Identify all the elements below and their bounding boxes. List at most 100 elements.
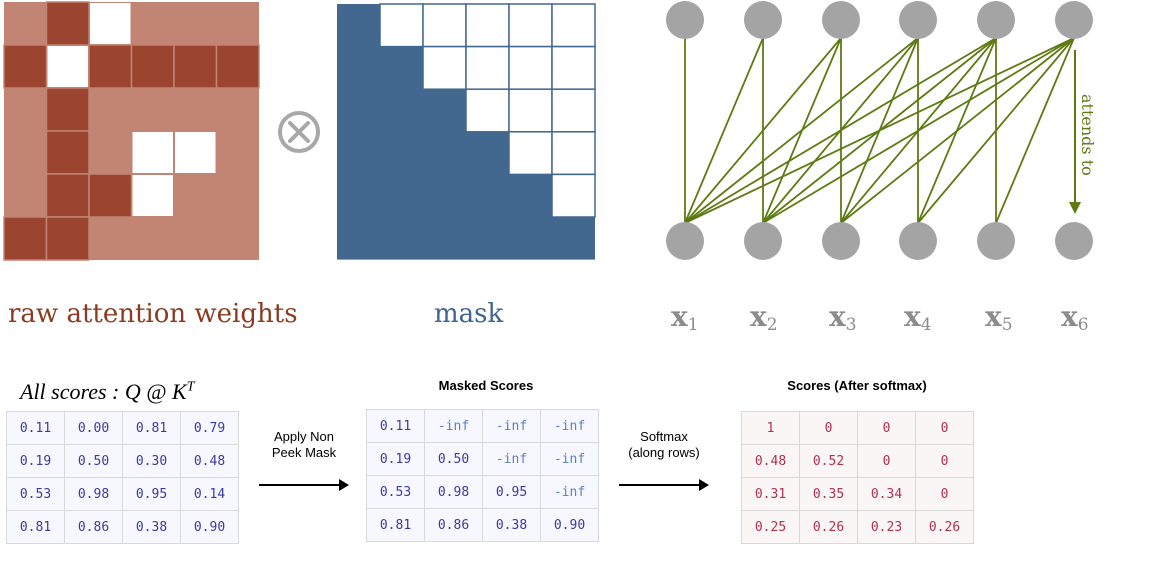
table-cell: 0.50 (64, 444, 123, 478)
mask-cell (551, 3, 596, 48)
table-cell: 0.86 (64, 510, 123, 544)
table-cell: 0.86 (424, 508, 483, 542)
weights-cell (88, 44, 133, 89)
weights-cell (175, 132, 216, 173)
raw-attention-weights-matrix (3, 1, 260, 261)
table-cell: 0.79 (180, 411, 239, 445)
mask-cell (508, 131, 553, 176)
masked-scores-title: Masked Scores (438, 378, 534, 393)
mask-cell (551, 88, 596, 133)
table-cell: 0.81 (366, 508, 425, 542)
table-cell: 0 (857, 411, 916, 445)
table-cell: 0.25 (741, 510, 800, 544)
table-cell: 0.98 (424, 475, 483, 509)
weights-cell (45, 87, 90, 132)
table-cell: 0.26 (915, 510, 974, 544)
weights-cell (45, 173, 90, 218)
node-label: x4 (904, 300, 932, 336)
table-cell: 0.19 (366, 442, 425, 476)
table-cell: 0.90 (540, 508, 599, 542)
softmax-scores-title: Scores (After softmax) (787, 378, 927, 393)
query-node (744, 1, 782, 39)
node-label: x3 (829, 300, 857, 336)
table-cell: 0.48 (741, 444, 800, 478)
table-cell: 0.98 (64, 477, 123, 511)
weights-cell (173, 44, 218, 89)
attention-edge (840, 37, 1075, 224)
table-cell: 0.31 (741, 477, 800, 511)
table-cell: 0.14 (180, 477, 239, 511)
key-node (744, 222, 782, 260)
query-node (666, 1, 704, 39)
mask-cell (508, 3, 553, 48)
table-cell: 0.81 (122, 411, 181, 445)
table-cell: 0.48 (180, 444, 239, 478)
weights-cell (130, 44, 175, 89)
node-label: x1 (671, 300, 699, 336)
table-cell: 0.35 (799, 477, 858, 511)
weights-cell (215, 44, 260, 89)
table-cell: 0.52 (799, 444, 858, 478)
query-node (977, 1, 1015, 39)
weights-cell (45, 216, 90, 261)
weights-cell (88, 173, 133, 218)
weights-cell (132, 175, 173, 216)
attention-edges (684, 37, 1075, 224)
table-cell: 0 (915, 477, 974, 511)
attention-edge (684, 37, 919, 224)
table-cell: 0.53 (6, 477, 65, 511)
table-cell: 0 (915, 411, 974, 445)
table-cell: 0.95 (122, 477, 181, 511)
query-node (1055, 1, 1093, 39)
table-cell: -inf (424, 409, 483, 443)
table-cell: 0.34 (857, 477, 916, 511)
table-cell: -inf (540, 409, 599, 443)
table-cell: 0 (857, 444, 916, 478)
multiply-operator (278, 111, 320, 153)
table-cell: 0 (799, 411, 858, 445)
table-cell: 0.23 (857, 510, 916, 544)
weights-cell (45, 1, 90, 46)
table-cell: -inf (482, 442, 541, 476)
attention-edge (684, 37, 842, 224)
table-cell: 0.00 (64, 411, 123, 445)
softmax-arrow (619, 479, 709, 491)
key-node (1055, 222, 1093, 260)
mask-cell (465, 3, 510, 48)
softmax-label: Softmax(along rows) (628, 429, 700, 460)
attention-edge (762, 37, 1075, 224)
table-cell: -inf (540, 475, 599, 509)
node-label: x6 (1061, 300, 1089, 336)
attends-to-label: attends to (1078, 94, 1097, 176)
table-cell: 0.38 (482, 508, 541, 542)
key-node (899, 222, 937, 260)
attention-edge (684, 37, 997, 224)
table-cell: 0.50 (424, 442, 483, 476)
key-node (977, 222, 1015, 260)
weights-cell (3, 216, 48, 261)
mask-cell (422, 3, 467, 48)
table-cell: 0.81 (6, 510, 65, 544)
table-cell: 0.11 (6, 411, 65, 445)
table-cell: 0.26 (799, 510, 858, 544)
apply-mask-arrow (259, 479, 349, 491)
weights-cell (90, 3, 131, 44)
attends-to-arrow (1069, 50, 1081, 214)
node-label: x5 (985, 300, 1013, 336)
mask-cell (422, 45, 467, 90)
table-row: 0.11-inf-inf-inf (366, 409, 599, 443)
token-nodes (666, 1, 1093, 260)
attention-edge (684, 37, 1075, 224)
weights-caption: raw attention weights (8, 299, 298, 329)
table-cell: 0.30 (122, 444, 181, 478)
